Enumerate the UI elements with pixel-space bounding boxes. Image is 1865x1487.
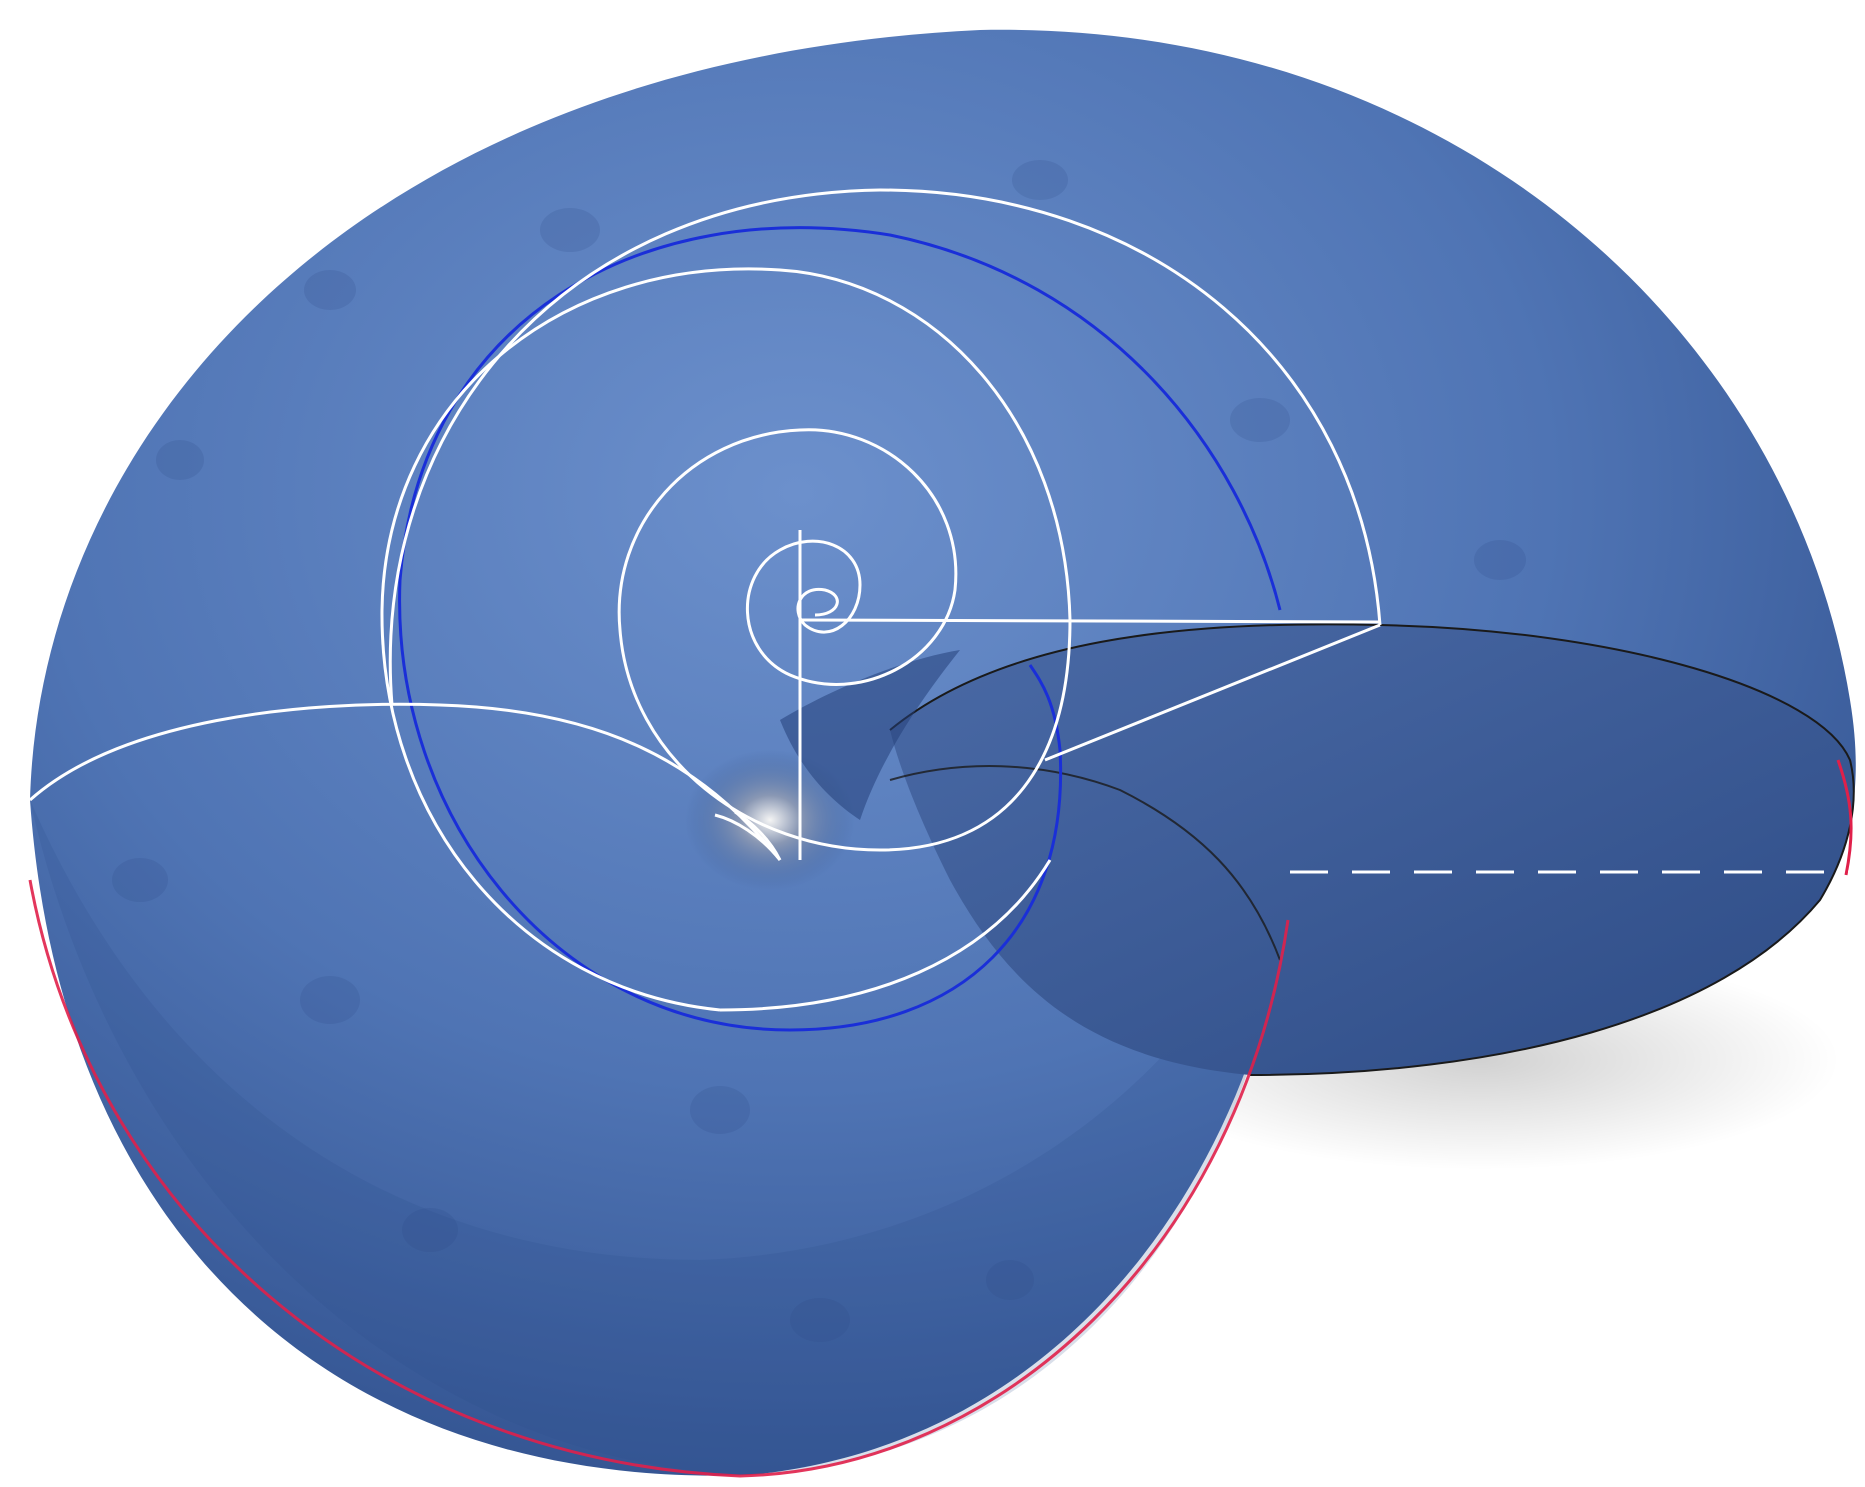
spiral-outer-arc bbox=[719, 859, 1052, 1012]
columella-shadow bbox=[780, 650, 960, 820]
outer-lip-edge-right bbox=[1836, 759, 1853, 876]
aperture-inner-rim bbox=[889, 765, 1281, 961]
aperture-rim bbox=[889, 623, 1855, 1076]
cross-section-arc bbox=[29, 702, 782, 861]
shell-texture bbox=[112, 160, 1526, 1342]
spiral-big-arc bbox=[388, 188, 1382, 706]
inner-whorl-curve bbox=[398, 226, 1282, 1032]
outer-lip-edge bbox=[28, 879, 1290, 1478]
umbilicus bbox=[685, 750, 855, 890]
spiral-guides bbox=[29, 188, 1382, 1012]
lower-whorl-shade bbox=[30, 800, 1290, 1475]
aperture bbox=[890, 624, 1854, 1075]
